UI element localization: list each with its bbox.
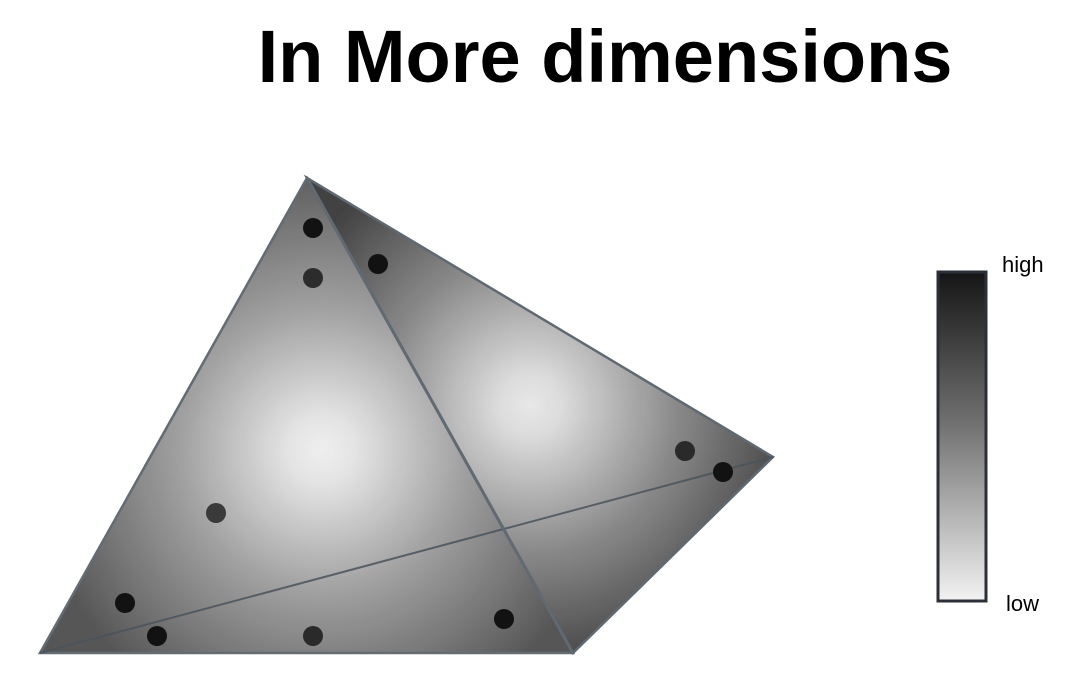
tetrahedron-hidden-edge	[39, 456, 774, 654]
sample-point	[713, 462, 733, 482]
sample-point	[303, 268, 323, 288]
sample-point	[206, 503, 226, 523]
sample-points	[115, 218, 733, 646]
legend-color-bar	[936, 270, 988, 603]
sample-point	[147, 626, 167, 646]
sample-point	[115, 593, 135, 613]
sample-point	[303, 218, 323, 238]
legend-high-label: high	[1002, 252, 1044, 277]
sample-point	[368, 254, 388, 274]
sample-point	[303, 626, 323, 646]
slide-title: In More dimensions	[257, 15, 953, 98]
tetrahedron-front-edge	[305, 177, 575, 654]
sample-point	[494, 609, 514, 629]
sample-point	[675, 441, 695, 461]
legend-low-label: low	[1006, 591, 1040, 616]
